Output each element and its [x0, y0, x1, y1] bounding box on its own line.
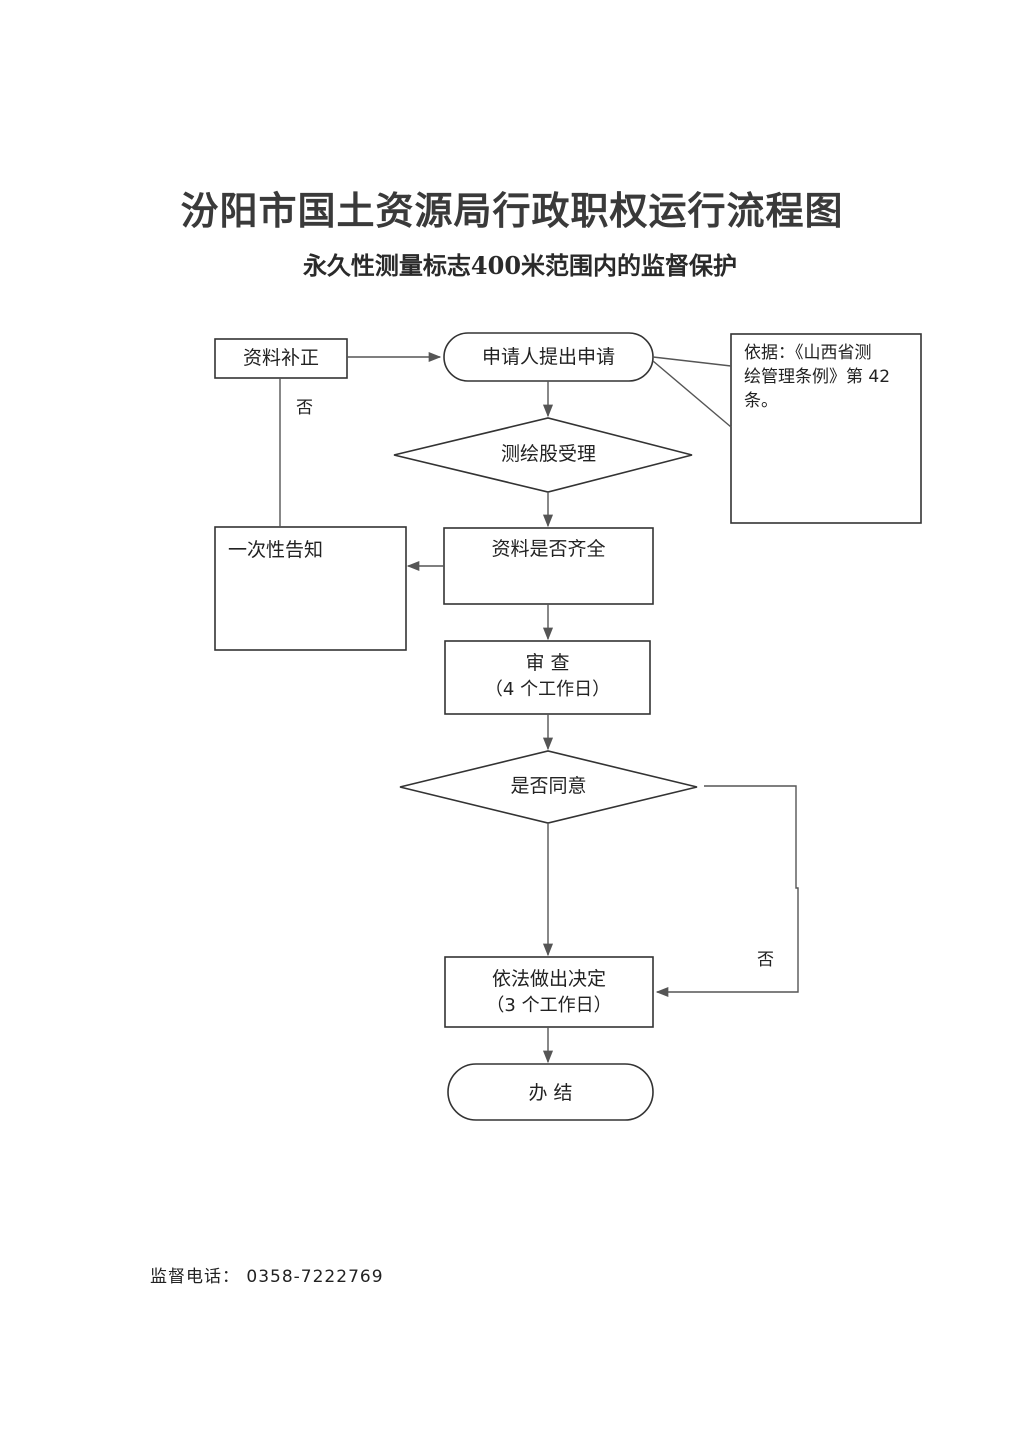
basis-box	[730, 333, 922, 524]
decide-label-line1: 依法做出决定	[491, 968, 606, 990]
basis-callout-top	[652, 356, 732, 367]
decide-box	[444, 956, 654, 1028]
notify-box	[214, 526, 407, 651]
edge-agree-no	[655, 785, 799, 998]
decide-label-line2: （3 个工作日）	[486, 995, 612, 1016]
basis-line1: 依据：《山西省测	[744, 343, 872, 363]
review-label-line2: （4 个工作日）	[484, 679, 611, 700]
page-title: 汾阳市国土资源局行政职权运行流程图	[180, 188, 844, 233]
edge-label-no-left: 否	[296, 398, 313, 418]
agree-label: 是否同意	[510, 775, 587, 797]
supervision-phone: 监督电话： 0358-7222769	[150, 1267, 384, 1287]
basis-line2: 绘管理条例》第 42	[744, 367, 891, 387]
supplement-label: 资料补正	[242, 347, 319, 369]
basis-line3: 条。	[744, 391, 778, 411]
basis-callout-bottom	[652, 360, 732, 428]
accept-label: 测绘股受理	[500, 443, 596, 465]
accept-diamond	[393, 417, 693, 493]
supplement-box	[214, 338, 348, 379]
apply-label: 申请人提出申请	[481, 346, 615, 368]
agree-diamond	[399, 750, 698, 824]
basis-text: 依据：《山西省测 绘管理条例》第 42 条。	[744, 341, 912, 413]
review-label-line1: 审 查	[525, 652, 570, 674]
finish-terminal	[447, 1063, 654, 1121]
complete-check-label: 资料是否齐全	[491, 538, 606, 560]
page-subtitle: 永久性测量标志400米范围内的监督保护	[302, 251, 738, 280]
edge-label-no-right: 否	[757, 950, 774, 970]
finish-label: 办 结	[528, 1082, 573, 1104]
notify-label: 一次性告知	[228, 539, 324, 561]
